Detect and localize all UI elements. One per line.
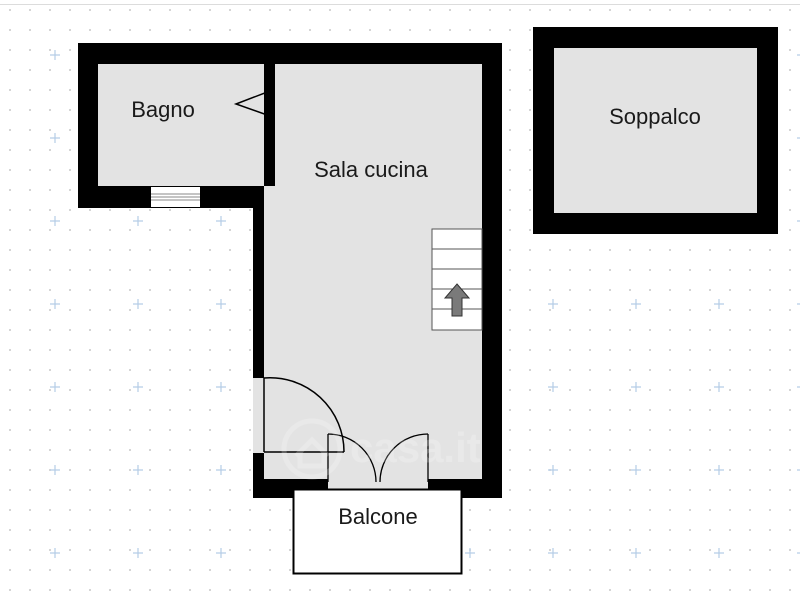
hallway-floor — [264, 186, 275, 479]
balcony-door-left-swing — [327, 433, 377, 483]
watermark-text: casa.it — [350, 424, 481, 471]
soppalco-floor — [554, 48, 757, 213]
balcone-area — [292, 488, 463, 575]
bagno-door-symbol — [233, 90, 271, 117]
balcony-door-right-swing — [379, 433, 429, 483]
casa-it-logo-icon — [281, 418, 343, 480]
room-label-balcone: Balcone — [338, 504, 418, 529]
casa-it-watermark: casa.it — [281, 418, 481, 480]
staircase — [431, 228, 483, 331]
room-label-sala-cucina: Sala cucina — [314, 157, 429, 182]
bagno-floor — [98, 64, 264, 186]
room-label-soppalco: Soppalco — [609, 104, 701, 129]
partition-wall-lower — [264, 157, 275, 186]
partition-wall-upper — [264, 64, 275, 91]
stair-up-arrow-icon — [443, 283, 471, 317]
room-label-bagno: Bagno — [131, 97, 195, 122]
